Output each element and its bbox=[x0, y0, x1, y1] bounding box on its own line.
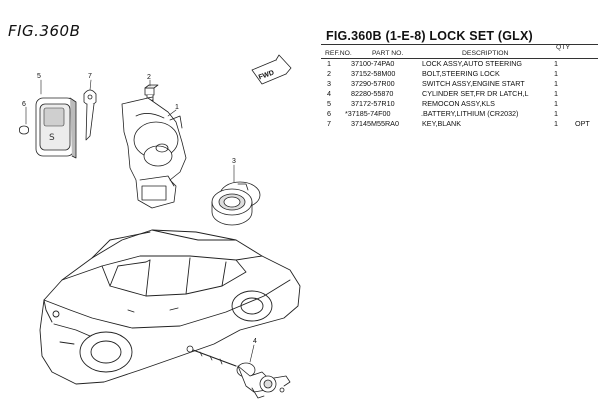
part-cell: 37145M55RA0 bbox=[351, 119, 399, 128]
battery-drawing bbox=[19, 125, 29, 135]
start-switch-drawing bbox=[211, 181, 261, 226]
table-row: 6 *37185-74F00 .BATTERY,LITHIUM (CR2032)… bbox=[321, 109, 598, 119]
leader-lines bbox=[25, 79, 255, 363]
door-cylinder-drawing bbox=[186, 345, 291, 399]
callout-labels: 5 6 7 2 1 3 4 bbox=[22, 73, 257, 345]
desc-cell: REMOCON ASSY,KLS bbox=[422, 99, 495, 108]
car-outline-drawing bbox=[39, 229, 301, 385]
parts-diagram: FWD S bbox=[19, 54, 301, 399]
qty-cell: 1 bbox=[554, 59, 558, 68]
desc-cell: LOCK ASSY,AUTO STEERING bbox=[422, 59, 522, 68]
page-title: FIG.360B (1-E-8) LOCK SET (GLX) bbox=[326, 29, 533, 43]
table-row: 1 37100-74PA0 LOCK ASSY,AUTO STEERING 1 bbox=[321, 59, 598, 69]
part-cell: 82280-55870 bbox=[351, 89, 394, 98]
callout-2: 2 bbox=[147, 74, 151, 81]
desc-cell: BOLT,STEERING LOCK bbox=[422, 69, 500, 78]
table-row: 7 37145M55RA0 KEY,BLANK 1 OPT bbox=[321, 119, 598, 129]
header-qty: QTY bbox=[556, 44, 570, 51]
table-row: 3 37290-57R00 SWITCH ASSY,ENGINE START 1 bbox=[321, 79, 598, 89]
desc-cell: SWITCH ASSY,ENGINE START bbox=[422, 79, 525, 88]
desc-cell: CYLINDER SET,FR DR LATCH,L bbox=[422, 89, 529, 98]
part-cell: 37290-57R00 bbox=[351, 79, 395, 88]
desc-cell: KEY,BLANK bbox=[422, 119, 462, 128]
table-row: 5 37172-57R10 REMOCON ASSY,KLS 1 bbox=[321, 99, 598, 109]
table-top-rule bbox=[321, 44, 598, 45]
ref-cell: 1 bbox=[327, 59, 331, 68]
table-row: 4 82280-55870 CYLINDER SET,FR DR LATCH,L… bbox=[321, 89, 598, 99]
table-row: 2 37152-58M00 BOLT,STEERING LOCK 1 bbox=[321, 69, 598, 79]
part-cell: 37100-74PA0 bbox=[351, 59, 395, 68]
qty-cell: 1 bbox=[554, 79, 558, 88]
part-cell: 37152-58M00 bbox=[351, 69, 396, 78]
header-description: DESCRIPTION bbox=[462, 50, 509, 57]
svg-text:S: S bbox=[49, 133, 55, 143]
callout-5: 5 bbox=[37, 73, 41, 80]
figure-label: FIG.360B bbox=[8, 22, 81, 40]
ref-cell: 6 bbox=[327, 109, 331, 118]
front-direction-arrow: FWD bbox=[251, 54, 292, 85]
ref-cell: 4 bbox=[327, 89, 331, 98]
ref-cell: 2 bbox=[327, 69, 331, 78]
table-header-rule bbox=[321, 58, 598, 59]
callout-1: 1 bbox=[175, 104, 179, 111]
remote-fob-drawing: S bbox=[35, 97, 77, 159]
qty-cell: 1 bbox=[554, 109, 558, 118]
callout-6: 6 bbox=[22, 101, 26, 108]
callout-7: 7 bbox=[88, 73, 92, 80]
ref-cell: 3 bbox=[327, 79, 331, 88]
qty-cell: 1 bbox=[554, 99, 558, 108]
part-cell: 37172-57R10 bbox=[351, 99, 395, 108]
key-blank-drawing bbox=[83, 89, 97, 141]
qty-cell: 1 bbox=[554, 89, 558, 98]
qty-cell: 1 bbox=[554, 119, 558, 128]
ref-cell: 5 bbox=[327, 99, 331, 108]
ref-cell: 7 bbox=[327, 119, 331, 128]
header-part-no: PART NO. bbox=[372, 50, 404, 57]
note-cell: OPT bbox=[575, 119, 590, 128]
part-cell: *37185-74F00 bbox=[345, 109, 391, 118]
qty-cell: 1 bbox=[554, 69, 558, 78]
desc-cell: .BATTERY,LITHIUM (CR2032) bbox=[421, 109, 519, 118]
steering-lock-drawing bbox=[121, 97, 187, 209]
callout-4: 4 bbox=[253, 338, 257, 345]
callout-3: 3 bbox=[232, 158, 236, 165]
header-ref-no: REF.NO. bbox=[325, 50, 352, 57]
